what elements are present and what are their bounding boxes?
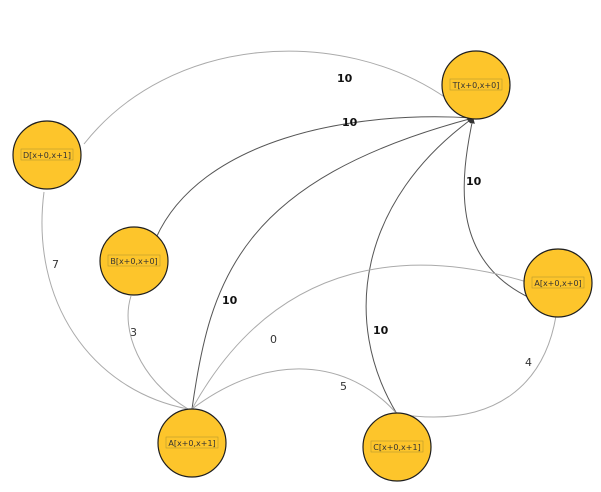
weight-b-to-t: 10 xyxy=(342,116,358,129)
node-d-label: D[x+0,x+1] xyxy=(23,151,71,160)
edge-c-to-t[interactable] xyxy=(365,117,474,415)
node-d[interactable]: D[x+0,x+1] xyxy=(12,120,82,190)
weight-ab-to-ar: 0 xyxy=(270,333,277,346)
edge-ab-to-t[interactable] xyxy=(191,116,474,410)
weight-c-to-t: 10 xyxy=(373,324,389,337)
node-c[interactable]: C[x+0,x+1] xyxy=(362,412,432,482)
node-a-bottom[interactable]: A[x+0,x+1] xyxy=(157,408,227,478)
edge-d-to-t[interactable] xyxy=(83,50,447,145)
node-c-label: C[x+0,x+1] xyxy=(373,443,420,452)
node-t-label: T[x+0,x+0] xyxy=(452,81,500,90)
node-b-label: B[x+0,x+0] xyxy=(110,257,157,266)
weight-ar-to-t: 10 xyxy=(466,175,482,188)
edge-ar-to-c[interactable] xyxy=(396,315,557,418)
edge-ab-to-ar[interactable] xyxy=(191,264,528,410)
weights-layer: 10 10 10 10 10 7 3 0 5 4 xyxy=(52,72,532,393)
weight-ar-to-c: 4 xyxy=(525,356,532,369)
weight-d-to-t: 10 xyxy=(337,72,353,85)
node-a-right-label: A[x+0,x+0] xyxy=(534,279,581,288)
node-a-bottom-label: A[x+0,x+1] xyxy=(168,439,215,448)
edge-ab-to-d[interactable] xyxy=(41,191,189,410)
weight-ab-to-c: 5 xyxy=(340,380,347,393)
edge-ab-to-b[interactable] xyxy=(127,295,189,410)
edge-ar-to-t[interactable] xyxy=(463,117,531,299)
node-a-right[interactable]: A[x+0,x+0] xyxy=(523,248,593,318)
edge-ab-to-c[interactable] xyxy=(191,368,398,415)
weight-ab-to-t: 10 xyxy=(222,294,238,307)
node-b[interactable]: B[x+0,x+0] xyxy=(99,226,169,296)
weight-ab-to-b: 3 xyxy=(130,326,137,339)
edges-layer xyxy=(41,50,557,418)
node-t[interactable]: T[x+0,x+0] xyxy=(441,50,511,120)
edge-b-to-t[interactable] xyxy=(155,114,474,239)
weight-ab-to-d: 7 xyxy=(52,258,59,271)
